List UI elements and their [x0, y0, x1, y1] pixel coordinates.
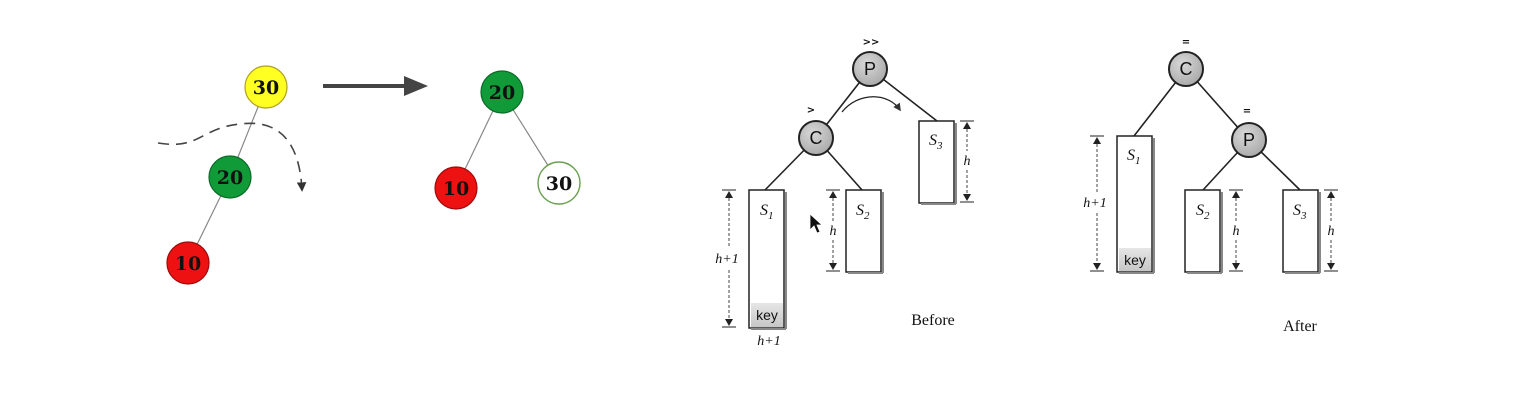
dim-s2-after: h — [1229, 189, 1243, 272]
after-caption: After — [1283, 318, 1317, 335]
c-balance-after: = — [1182, 37, 1190, 48]
node-10-after: 10 — [434, 166, 478, 210]
dim-s2-before-label: h — [830, 224, 837, 239]
c-balance-before: > — [807, 105, 815, 116]
dim-s1-after-label: h+1 — [1083, 196, 1106, 211]
s2-before-label: S2 — [856, 202, 870, 222]
subtree-s1-after: S1 key — [1116, 135, 1155, 274]
dim-s3-before: h — [960, 120, 974, 203]
dim-s3-before-label: h — [964, 154, 971, 169]
dim-s1-after: h+1 — [1083, 135, 1107, 272]
s1-before-label: S1 — [760, 202, 774, 222]
node-p-after: P — [1231, 122, 1267, 158]
transform-arrow — [323, 76, 428, 96]
s3-before-label: S3 — [929, 132, 943, 152]
rotation-curve-arrow — [157, 122, 307, 192]
node-10-before-label: 10 — [175, 253, 201, 275]
subtree-s3-after: S3 — [1282, 189, 1321, 274]
dim-s1-before-label: h+1 — [715, 252, 738, 267]
dim-s1-before: h+1 — [715, 189, 739, 328]
key-block-after — [1119, 248, 1151, 271]
node-c-after-label: C — [1180, 59, 1193, 79]
p-balance-before: >> — [863, 37, 880, 48]
node-c-after: C — [1168, 51, 1204, 87]
before-diagram: >> > P C S1 key S2 — [715, 37, 974, 349]
node-c-before-label: C — [810, 128, 823, 148]
after-diagram: = = C P S1 key S2 S3 — [1083, 37, 1338, 335]
p-balance-after: = — [1243, 106, 1251, 117]
key-block-before — [751, 303, 783, 327]
key-label-after: key — [1124, 252, 1146, 268]
node-p-after-label: P — [1243, 130, 1255, 150]
node-10-before: 10 — [166, 241, 210, 285]
rotate-right-arrow — [841, 96, 901, 113]
node-p-before: P — [852, 51, 888, 87]
dim-s3-after: h — [1324, 189, 1338, 272]
mouse-cursor-icon — [809, 213, 824, 234]
node-30-before: 30 — [244, 65, 288, 109]
rotation-after: 20 10 30 — [434, 70, 581, 210]
dim-s3-after-label: h — [1328, 224, 1335, 239]
node-c-before: C — [798, 120, 834, 156]
node-30-after: 30 — [537, 161, 581, 205]
subtree-s3-before: S3 — [918, 120, 957, 205]
node-20-before: 20 — [208, 155, 252, 199]
node-30-after-label: 30 — [546, 173, 572, 195]
rotation-before: 30 20 10 — [157, 65, 307, 285]
key-label-before: key — [756, 307, 778, 323]
s2-after-label: S2 — [1196, 202, 1210, 222]
dim-s2-before: h — [826, 189, 840, 272]
node-10-after-label: 10 — [443, 178, 469, 200]
s3-after-label: S3 — [1293, 202, 1307, 222]
subtree-s2-after: S2 — [1184, 189, 1223, 274]
node-30-before-label: 30 — [253, 77, 279, 99]
node-20-after-label: 20 — [489, 82, 515, 104]
node-20-after: 20 — [480, 70, 524, 114]
before-caption: Before — [911, 312, 955, 329]
dim-s2-after-label: h — [1233, 224, 1240, 239]
subtree-s1-before: S1 key — [748, 189, 787, 330]
node-p-before-label: P — [864, 59, 876, 79]
node-20-before-label: 20 — [217, 167, 243, 189]
subtree-s2-before: S2 — [845, 189, 884, 274]
dim-s1-before-bottom-label: h+1 — [757, 334, 780, 349]
s1-after-label: S1 — [1127, 147, 1141, 167]
